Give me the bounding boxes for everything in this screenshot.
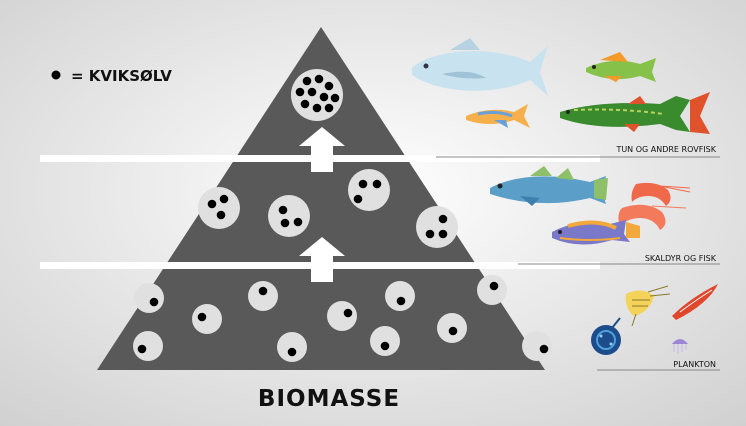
middle-cell [268,195,310,237]
label-shellfish: SKALDYR OG FISK [645,254,717,263]
plankton-cell [522,331,552,361]
plankton-cell [134,283,164,313]
copepod-icon [625,285,671,327]
plankton-cell [437,313,467,343]
label-plankton: PLANKTON [673,360,716,369]
pyramid-body [97,27,545,370]
arrow-up-icon [299,127,345,172]
cod-icon [490,166,608,206]
bonefish-icon [466,104,530,128]
plankton-cell [327,301,357,331]
middle-level-cells [198,169,458,248]
plankton-cell [477,275,507,305]
pike-icon [560,92,710,134]
plankton-cell [370,326,400,356]
plankton-cell [385,281,415,311]
label-predators: TUN OG ANDRE ROVFISK [615,145,716,154]
arrow-up-top [299,127,345,172]
plankton-cell [248,281,278,311]
tuna-fish-icon [412,38,548,96]
plankton-cell [133,331,163,361]
plankton-cell [277,332,307,362]
legend-label: = KVIKSØLV [71,67,172,85]
middle-cell [416,206,458,248]
shrimp-icon [618,204,687,230]
plankton-cell [192,304,222,334]
predator-level-cell [291,69,343,121]
arrow-up-bottom [299,237,345,282]
jellyfish-icon [672,339,688,354]
title: BIOMASSE [258,386,400,412]
arrow-up-icon [299,237,345,282]
mercury-dot-icon [51,70,61,80]
shrimp-icon [631,182,691,206]
green-fish-icon [586,52,656,82]
plankton-level-cells [133,275,552,362]
wrasse-icon [552,220,640,245]
snail-plankton-icon [591,317,621,355]
middle-cell [198,187,240,229]
middle-cell [348,169,390,211]
diatom-icon [672,284,718,320]
legend: = KVIKSØLV [51,67,172,85]
level-labels: TUN OG ANDRE ROVFISK SKALDYR OG FISK PLA… [436,145,720,371]
